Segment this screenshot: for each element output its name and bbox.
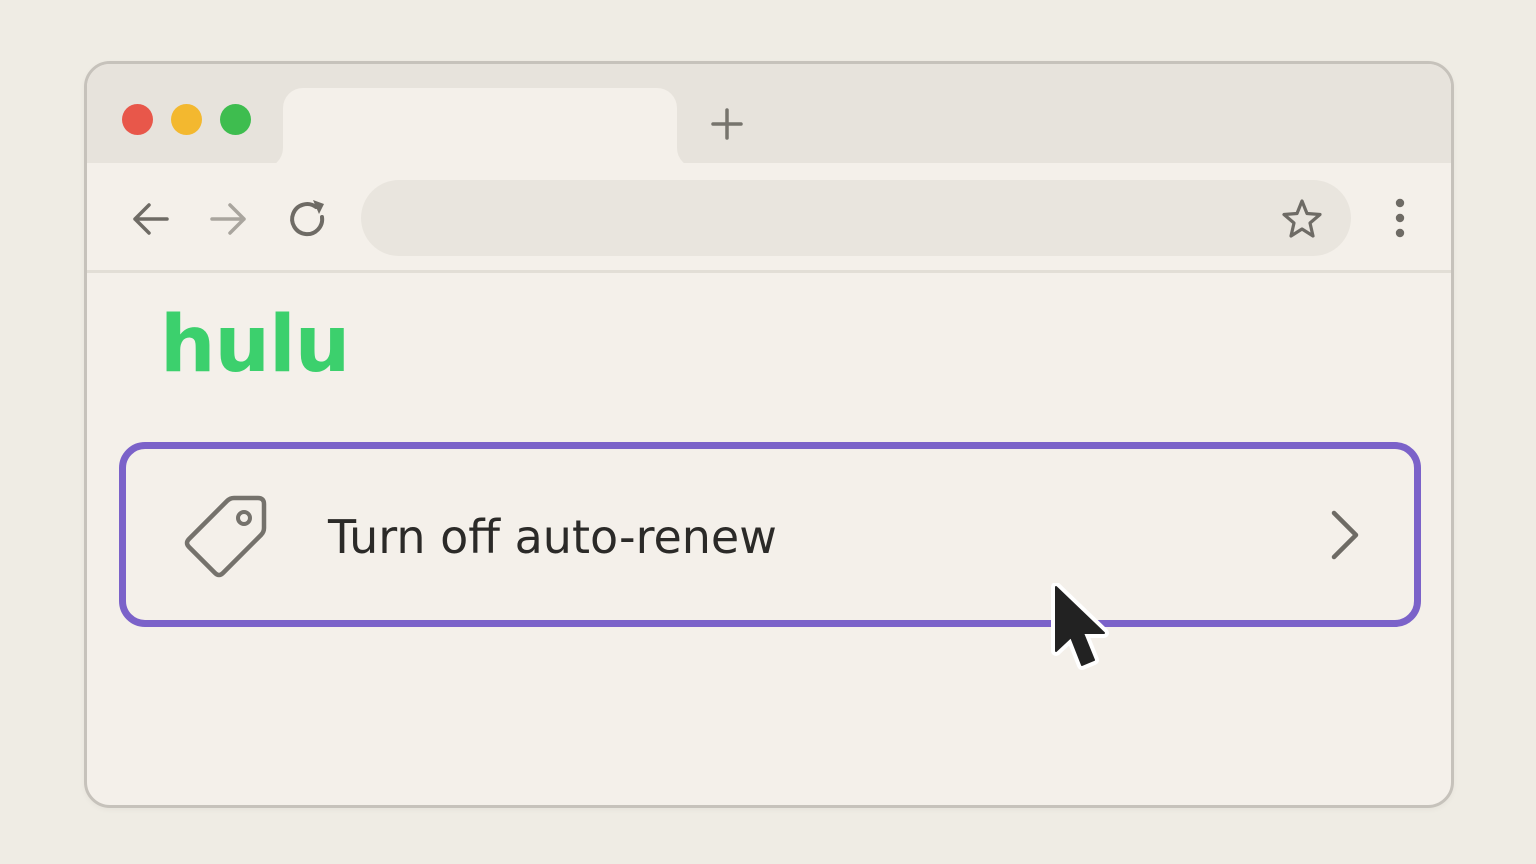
back-button[interactable] bbox=[127, 195, 175, 243]
plus-icon[interactable] bbox=[707, 104, 747, 144]
reload-icon bbox=[290, 200, 325, 237]
hulu-logo: hulu bbox=[160, 300, 350, 390]
arrow-right-icon bbox=[210, 203, 246, 235]
reload-button[interactable] bbox=[284, 195, 332, 243]
kebab-menu-icon[interactable] bbox=[1383, 195, 1417, 241]
browser-toolbar bbox=[87, 163, 1451, 273]
browser-window: hulu Turn off auto-renew bbox=[84, 61, 1454, 808]
mouse-pointer-icon bbox=[1051, 583, 1109, 670]
tab-strip bbox=[87, 64, 1451, 168]
tab-active[interactable] bbox=[283, 88, 677, 168]
turn-off-auto-renew-option[interactable]: Turn off auto-renew bbox=[119, 442, 1421, 627]
option-label: Turn off auto-renew bbox=[328, 510, 777, 564]
address-bar[interactable] bbox=[361, 180, 1351, 256]
chevron-right-icon bbox=[1331, 510, 1359, 560]
close-window-button[interactable] bbox=[122, 104, 153, 135]
forward-button[interactable] bbox=[204, 195, 252, 243]
tag-icon bbox=[184, 495, 267, 578]
arrow-left-icon bbox=[133, 203, 169, 235]
minimize-window-button[interactable] bbox=[171, 104, 202, 135]
maximize-window-button[interactable] bbox=[220, 104, 251, 135]
star-icon[interactable] bbox=[1280, 197, 1324, 241]
